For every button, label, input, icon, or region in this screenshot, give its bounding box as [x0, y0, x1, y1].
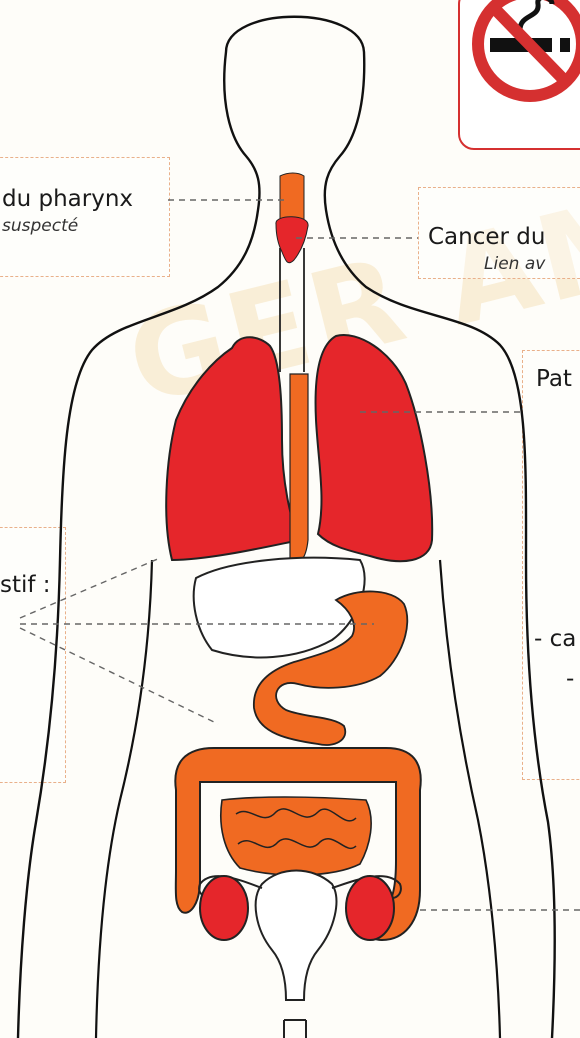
pharynx-title: du pharynx: [2, 186, 133, 212]
left-arm-inner-line: [96, 560, 152, 1038]
small-intestine: [221, 797, 371, 875]
pharynx-note: suspecté: [2, 216, 78, 236]
lungs-title: Pat: [536, 366, 572, 392]
pharynx-organ: [280, 173, 304, 222]
ovary-item-1: - ca: [534, 626, 576, 652]
larynx-note: Lien av: [484, 254, 545, 274]
uterus: [256, 871, 337, 1001]
no-smoking-icon: [460, 0, 580, 148]
liver: [194, 558, 365, 658]
larynx-title: Cancer du: [428, 224, 545, 250]
right-lung: [316, 335, 433, 561]
ovary-item-2: -: [566, 666, 574, 692]
trachea: [280, 248, 304, 372]
right-ovary: [346, 876, 394, 940]
esophagus: [290, 374, 308, 563]
crotch-mark: [284, 1020, 306, 1038]
left-ovary: [200, 876, 248, 940]
digestive-title: stif :: [0, 572, 51, 598]
no-smoking-sign: [458, 0, 580, 150]
right-arm-inner-line: [440, 560, 500, 1038]
